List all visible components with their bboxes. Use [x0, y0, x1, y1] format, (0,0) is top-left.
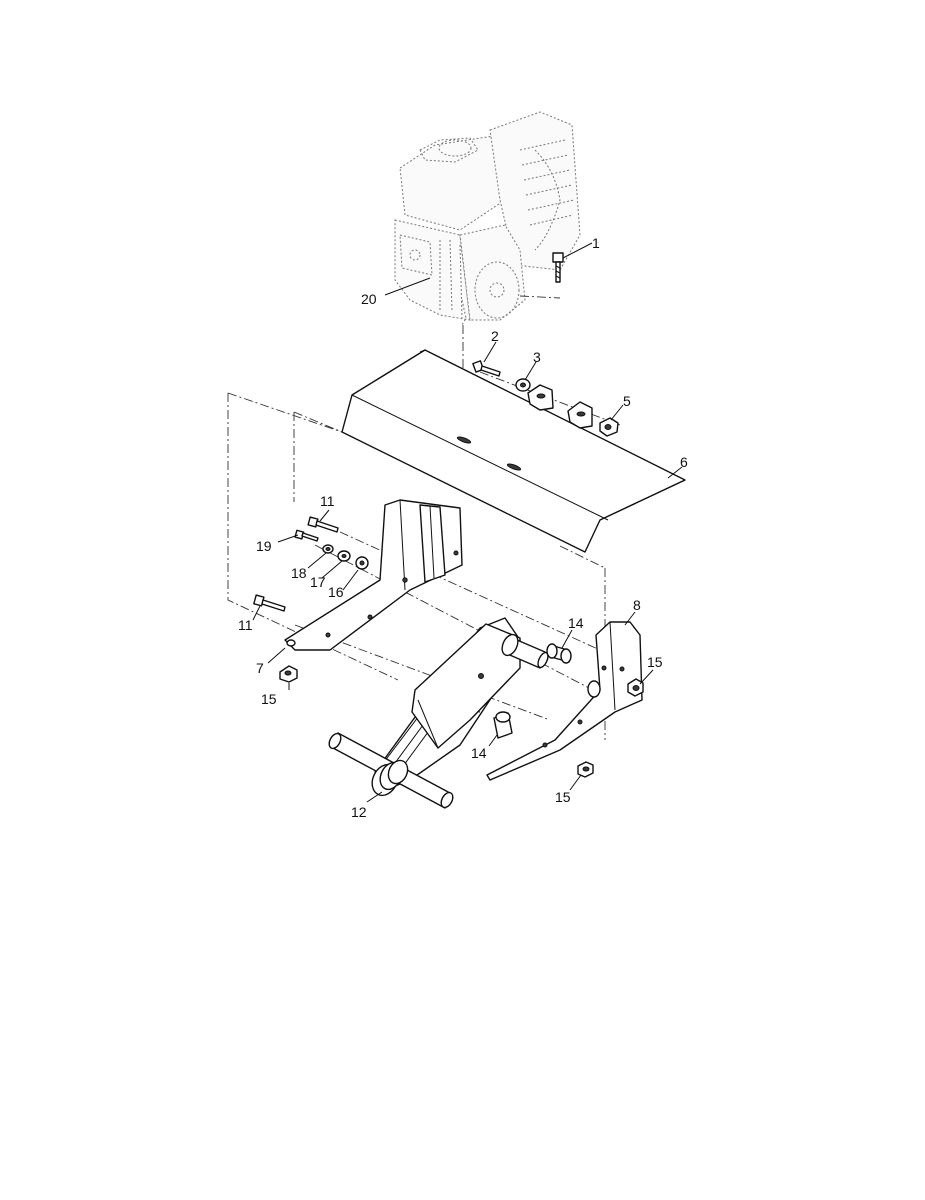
washer-16 [355, 556, 369, 570]
nut-15-right-lower [577, 761, 594, 778]
callout-12: 12 [351, 804, 367, 820]
bolt-1-centerline [519, 295, 561, 299]
spacer-14-upper [546, 643, 572, 664]
callout-6: 6 [680, 454, 688, 470]
callout-17: 17 [310, 574, 326, 590]
callout-18: 18 [291, 565, 307, 581]
callout-14-lower: 14 [471, 745, 487, 761]
callout-8: 8 [633, 597, 641, 613]
bolt-11-lower [253, 594, 286, 612]
side-plate-7 [284, 499, 463, 651]
callout-11-lower: 11 [238, 617, 253, 633]
tine-shield-6 [341, 349, 686, 553]
callout-7: 7 [256, 660, 264, 676]
callout-1: 1 [592, 235, 600, 251]
callout-14-upper: 14 [568, 615, 584, 631]
leader-lines [252, 242, 683, 803]
callout-15-right-upper: 15 [647, 654, 663, 670]
nut-15-left [279, 665, 298, 683]
nut-5 [599, 417, 619, 437]
callout-16: 16 [328, 584, 344, 600]
callout-2: 2 [491, 328, 499, 344]
spacer-14-lower [493, 711, 513, 739]
nut-15-right-upper [627, 678, 644, 697]
callout-numbers: 1 20 2 3 5 6 11 19 18 17 16 11 7 15 12 1… [238, 235, 688, 820]
callout-11-upper: 11 [320, 493, 335, 509]
callout-3: 3 [533, 349, 541, 365]
side-plate-8 [486, 621, 643, 781]
bolt-19 [294, 529, 319, 542]
callout-20: 20 [361, 291, 377, 307]
washer-3 [515, 378, 531, 392]
callout-15-left: 15 [261, 691, 277, 707]
callout-5: 5 [623, 393, 631, 409]
bolt-11-upper [307, 516, 339, 533]
callout-15-right-lower: 15 [555, 789, 571, 805]
callout-19: 19 [256, 538, 272, 554]
washer-18 [322, 544, 334, 554]
washer-17 [337, 550, 351, 562]
bolt-2 [472, 360, 501, 377]
engine-outline [394, 111, 581, 326]
chain-case-12 [328, 617, 549, 809]
